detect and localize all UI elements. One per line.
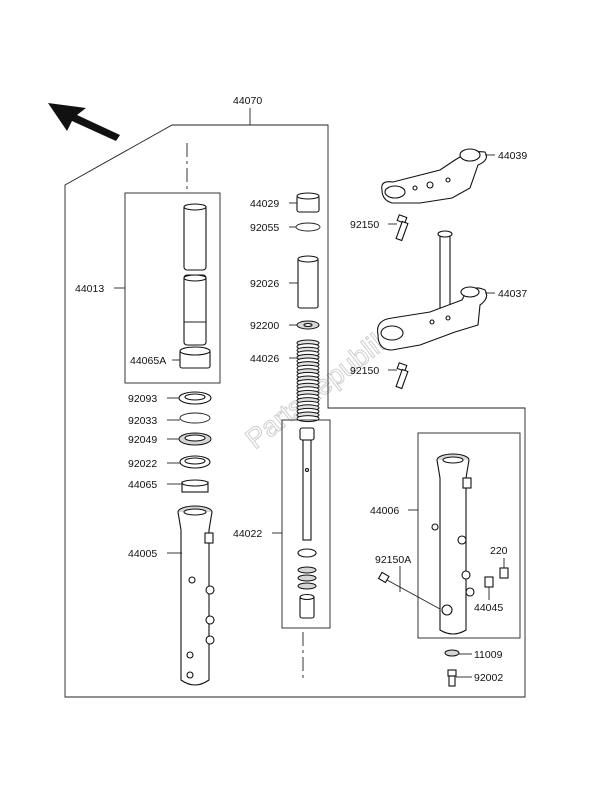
label-92200: 92200 bbox=[250, 320, 279, 332]
bolt-92150a bbox=[377, 571, 441, 610]
label-92150-top: 92150 bbox=[350, 219, 379, 231]
arrow-up-left-icon bbox=[48, 103, 120, 141]
spacer-92026 bbox=[297, 255, 319, 309]
washer-92049 bbox=[178, 432, 212, 446]
bolt-92150-mid bbox=[395, 362, 409, 390]
damper-rod bbox=[297, 427, 317, 619]
upper-triple-clamp bbox=[381, 148, 487, 204]
outer-tube-right bbox=[431, 453, 475, 635]
steering-stem bbox=[377, 230, 488, 351]
label-44037: 44037 bbox=[498, 288, 527, 300]
oil-seal bbox=[178, 391, 212, 405]
label-92026: 92026 bbox=[250, 278, 279, 290]
spring-coil bbox=[296, 415, 320, 423]
label-92002: 92002 bbox=[474, 672, 503, 684]
label-11009: 11009 bbox=[474, 649, 503, 661]
label-92150a: 92150A bbox=[375, 554, 411, 566]
drain-bolt-92002 bbox=[447, 669, 457, 687]
bushing-44065a bbox=[179, 346, 211, 369]
label-44005: 44005 bbox=[128, 548, 157, 560]
washer-92200 bbox=[296, 320, 320, 330]
damper-rod-group-box bbox=[281, 419, 331, 629]
bolt-92150-top bbox=[395, 214, 409, 242]
assembly-outline bbox=[64, 124, 526, 698]
bolt-220 bbox=[499, 567, 509, 579]
washer-11009 bbox=[444, 649, 460, 657]
label-92055: 92055 bbox=[250, 222, 279, 234]
o-ring-92055 bbox=[295, 222, 321, 232]
label-44065: 44065 bbox=[128, 479, 157, 491]
label-44029: 44029 bbox=[250, 198, 279, 210]
label-44045: 44045 bbox=[474, 602, 503, 614]
top-plug-44029 bbox=[296, 192, 320, 213]
outer-tube-left bbox=[177, 505, 215, 686]
label-44022: 44022 bbox=[233, 528, 262, 540]
circlip bbox=[179, 412, 211, 424]
nut-44045 bbox=[484, 576, 494, 588]
label-92049: 92049 bbox=[128, 434, 157, 446]
label-92022: 92022 bbox=[128, 458, 157, 470]
label-92033: 92033 bbox=[128, 415, 157, 427]
label-44065a: 44065A bbox=[130, 355, 166, 367]
label-44070: 44070 bbox=[233, 95, 262, 107]
bushing-44065 bbox=[181, 479, 209, 493]
label-220: 220 bbox=[490, 545, 508, 557]
label-92150-mid: 92150 bbox=[350, 365, 379, 377]
inner-tube bbox=[183, 203, 207, 346]
label-44026: 44026 bbox=[250, 353, 279, 365]
fork-spring-44026 bbox=[296, 339, 320, 423]
label-44006: 44006 bbox=[370, 505, 399, 517]
washer-92022 bbox=[179, 455, 211, 469]
label-92093: 92093 bbox=[128, 393, 157, 405]
label-44013: 44013 bbox=[75, 283, 104, 295]
label-44039: 44039 bbox=[498, 150, 527, 162]
right-outer-tube-box bbox=[417, 432, 521, 639]
